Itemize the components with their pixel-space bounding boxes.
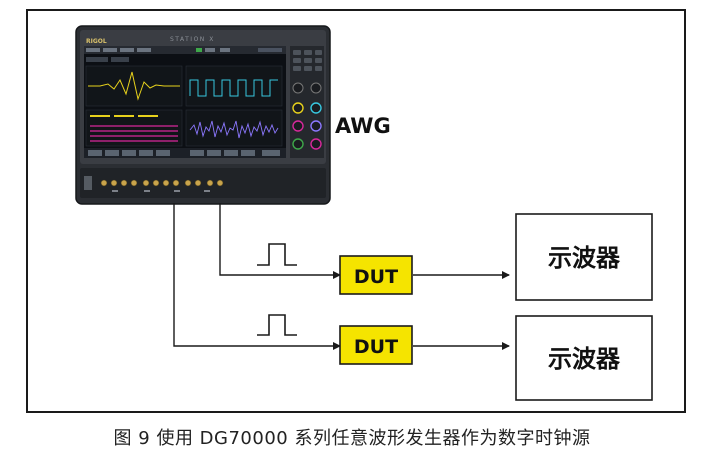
awg-label: AWG (335, 114, 391, 138)
magenta-trace (90, 125, 178, 142)
pulse-icon-bottom (257, 314, 297, 336)
scope-label-top: 示波器 (548, 244, 621, 272)
output-connectors (100, 179, 224, 187)
scope-box-top: 示波器 (515, 213, 653, 301)
yellow-trace (88, 71, 180, 101)
pulse-icon-top (257, 243, 297, 266)
knob-ch1 (292, 102, 304, 114)
knob-ch3 (292, 120, 304, 132)
signal-line-top (219, 203, 341, 279)
signal-line-bottom (173, 203, 341, 350)
purple-trace (189, 120, 279, 139)
awg-instrument: RIGOL STATION X (75, 25, 331, 205)
instrument-model: STATION X (170, 36, 215, 43)
dut-label-bottom: DUT (354, 336, 398, 358)
knob-ch2 (310, 102, 322, 114)
connector-strip (80, 168, 326, 198)
dut-box-top: DUT (339, 255, 413, 295)
scope-box-bottom: 示波器 (515, 315, 653, 401)
screen-toolbar (84, 46, 286, 54)
dut-label-top: DUT (354, 266, 398, 288)
figure-caption: 图 9 使用 DG70000 系列任意波形发生器作为数字时钟源 (113, 428, 591, 449)
dut-box-bottom: DUT (339, 325, 413, 365)
instrument-brand: RIGOL (86, 38, 107, 45)
knob-ch4 (310, 120, 322, 132)
scope-label-bottom: 示波器 (548, 345, 621, 373)
cyan-trace (189, 79, 278, 97)
